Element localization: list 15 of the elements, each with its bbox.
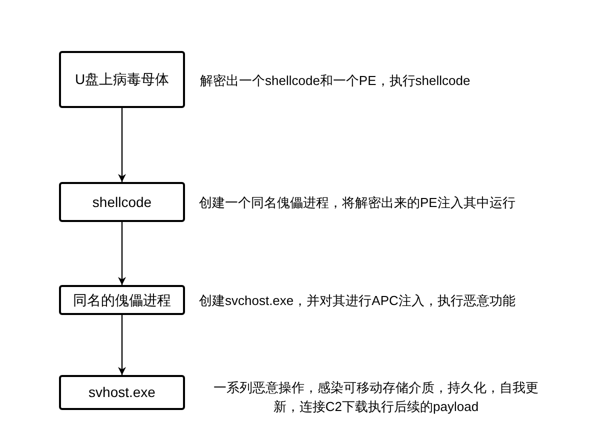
step-description: 一系列恶意操作，感染可移动存储介质，持久化，自我更新，连接C2下载执行后续的payload — [212, 379, 540, 416]
step-description: 解密出一个shellcode和一个PE，执行shellcode — [200, 72, 472, 90]
box-label: shellcode — [92, 192, 152, 212]
arrow — [118, 222, 126, 285]
box-label: 同名的傀儡进程 — [73, 290, 171, 310]
process-box — [59, 285, 185, 315]
box-label: svhost.exe — [88, 383, 156, 402]
process-box — [59, 51, 185, 108]
process-box — [59, 375, 185, 410]
process-box — [59, 182, 185, 222]
step-description: 创建一个同名傀儡进程，将解密出来的PE注入其中运行 — [199, 194, 516, 212]
arrow — [118, 315, 126, 375]
box-label: U盘上病毒母体 — [74, 70, 170, 89]
step-description: 创建svchost.exe，并对其进行APC注入，执行恶意功能 — [199, 292, 516, 310]
arrow — [118, 108, 126, 182]
